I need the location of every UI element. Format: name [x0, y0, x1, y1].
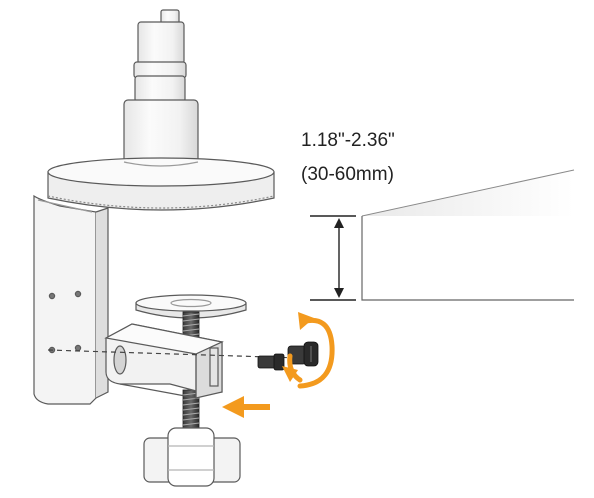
screw-small — [257, 353, 285, 371]
pole-upper — [137, 21, 185, 65]
dimension-inch-label: 1.18"-2.36" — [301, 130, 395, 151]
l-bracket — [33, 194, 109, 405]
rotate-arrow-head — [282, 366, 298, 382]
rotate-arrow-head — [298, 312, 314, 330]
pole-mid — [134, 75, 186, 103]
dimension-mm-label: (30-60mm) — [301, 164, 394, 185]
double-arrow-dimension-icon — [310, 215, 356, 301]
dimension-arrow-up — [334, 218, 344, 228]
bracket-hole — [74, 344, 82, 352]
clamp-body-hole — [113, 345, 127, 375]
top-disc — [47, 157, 275, 211]
desk-edge — [361, 169, 575, 301]
clamp-knob — [143, 427, 241, 487]
dimension-arrow-down — [334, 288, 344, 298]
clamp-slot — [209, 347, 219, 387]
desk-front-face — [361, 216, 574, 301]
screw-large — [287, 341, 319, 367]
bracket-hole — [74, 290, 82, 298]
bracket-hole — [48, 292, 56, 300]
push-left-arrow-icon — [222, 396, 270, 418]
clamp-pad — [135, 294, 247, 319]
pole-assembly — [123, 9, 199, 171]
clamp-body — [104, 323, 224, 399]
